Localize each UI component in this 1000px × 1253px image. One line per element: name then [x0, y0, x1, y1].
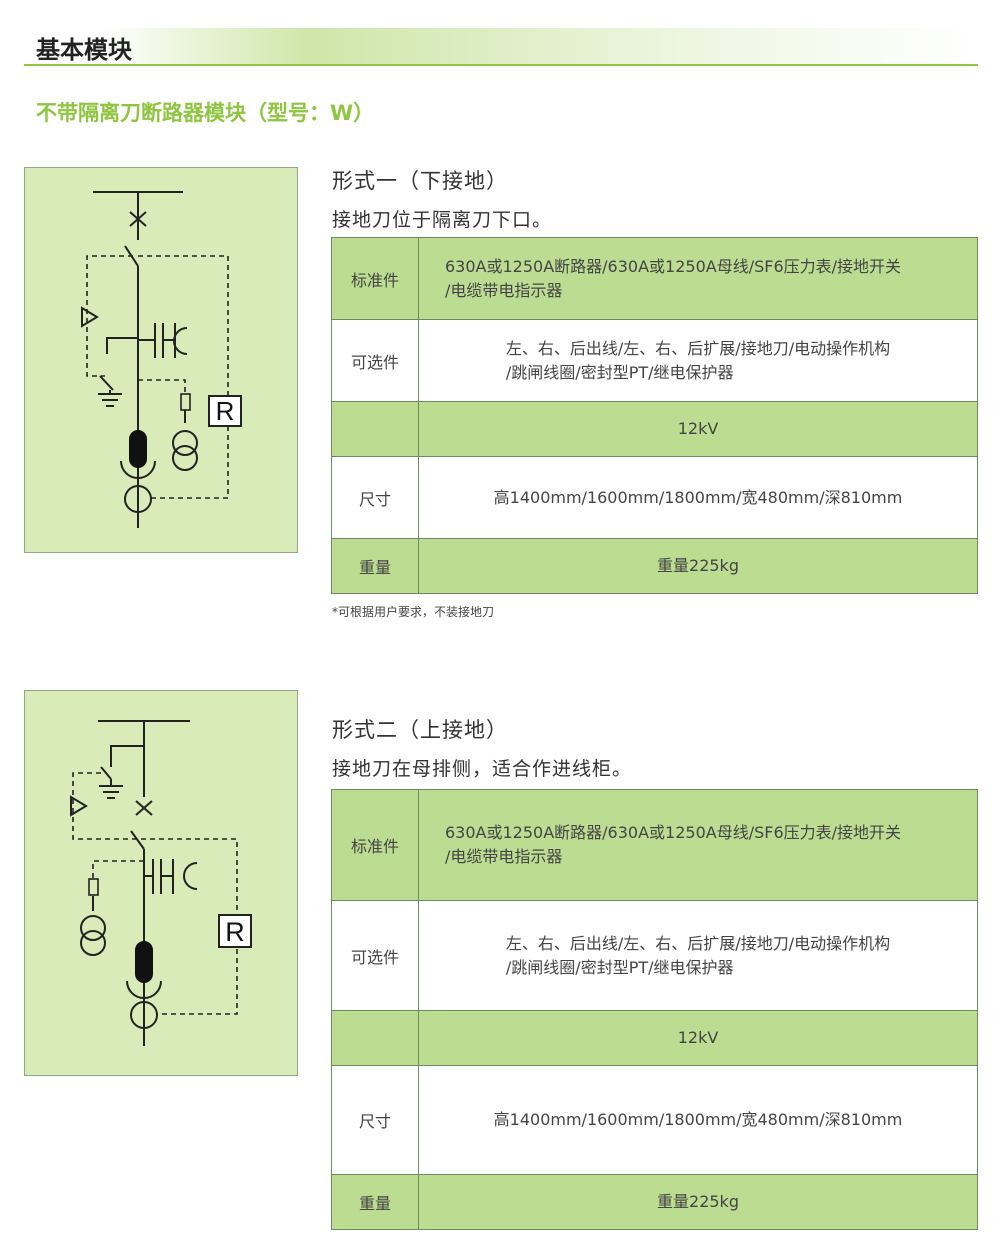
spec-value: 重量225kg	[418, 1174, 978, 1230]
form-1-description: 接地刀位于隔离刀下口。	[332, 209, 553, 231]
spec-row-voltage: 12kV	[331, 401, 978, 457]
section-title: 基本模块	[36, 36, 132, 64]
spec-value-line: 630A或1250A断路器/630A或1250A母线/SF6压力表/接地开关	[445, 256, 902, 276]
spec-value: 630A或1250A断路器/630A或1250A母线/SF6压力表/接地开关 /…	[418, 789, 978, 901]
spec-label: 标准件	[331, 789, 419, 901]
relay-label: R	[225, 917, 245, 947]
spec-row-optional: 可选件 左、右、后出线/左、右、后扩展/接地刀/电动操作机构 /跳闸线圈/密封型…	[331, 319, 978, 402]
spec-label: 重量	[331, 538, 419, 594]
spec-value-line: /跳闸线圈/密封型PT/继电保护器	[505, 362, 734, 382]
module-subtitle: 不带隔离刀断路器模块（型号：W）	[36, 101, 375, 125]
spec-value: 高1400mm/1600mm/1800mm/宽480mm/深810mm	[418, 456, 978, 539]
spec-value-line: /电缆带电指示器	[445, 847, 563, 866]
circuit-diagram-form-1: R	[24, 167, 298, 553]
spec-value: 高1400mm/1600mm/1800mm/宽480mm/深810mm	[418, 1065, 978, 1175]
spec-value: 12kV	[418, 1010, 978, 1066]
spec-value: 重量225kg	[418, 538, 978, 594]
spec-label: 标准件	[331, 237, 419, 320]
spec-value-line: 左、右、后出线/左、右、后扩展/接地刀/电动操作机构	[505, 338, 891, 358]
spec-value: 左、右、后出线/左、右、后扩展/接地刀/电动操作机构 /跳闸线圈/密封型PT/继…	[418, 900, 978, 1011]
spec-row-weight: 重量 重量225kg	[331, 1174, 978, 1230]
form-2-description: 接地刀在母排侧，适合作进线柜。	[332, 758, 633, 780]
spec-row-standard: 标准件 630A或1250A断路器/630A或1250A母线/SF6压力表/接地…	[331, 789, 978, 901]
spec-value-line: 630A或1250A断路器/630A或1250A母线/SF6压力表/接地开关	[445, 823, 902, 842]
spec-label: 重量	[331, 1174, 419, 1230]
spec-label: 可选件	[331, 319, 419, 402]
form-1-title: 形式一（下接地）	[332, 169, 508, 193]
circuit-diagram-form-2: R	[24, 690, 298, 1076]
spec-row-dimensions: 尺寸 高1400mm/1600mm/1800mm/宽480mm/深810mm	[331, 1065, 978, 1175]
relay-label: R	[216, 396, 235, 426]
spec-label	[331, 1010, 419, 1066]
spec-value: 12kV	[418, 401, 978, 457]
spec-row-voltage: 12kV	[331, 1010, 978, 1066]
spec-label: 尺寸	[331, 1065, 419, 1175]
spec-value: 630A或1250A断路器/630A或1250A母线/SF6压力表/接地开关 /…	[418, 237, 978, 320]
spec-value-line: /跳闸线圈/密封型PT/继电保护器	[505, 957, 734, 977]
footnote: *可根据用户要求，不装接地刀	[332, 605, 495, 619]
spec-table-form-2: 标准件 630A或1250A断路器/630A或1250A母线/SF6压力表/接地…	[331, 789, 978, 1230]
spec-row-standard: 标准件 630A或1250A断路器/630A或1250A母线/SF6压力表/接地…	[331, 237, 978, 320]
spec-label	[331, 401, 419, 457]
section-header: 基本模块	[24, 28, 978, 66]
spec-row-weight: 重量 重量225kg	[331, 538, 978, 594]
spec-label: 可选件	[331, 900, 419, 1011]
spec-table-form-1: 标准件 630A或1250A断路器/630A或1250A母线/SF6压力表/接地…	[331, 237, 978, 594]
spec-label: 尺寸	[331, 456, 419, 539]
spec-value: 左、右、后出线/左、右、后扩展/接地刀/电动操作机构 /跳闸线圈/密封型PT/继…	[418, 319, 978, 402]
spec-row-dimensions: 尺寸 高1400mm/1600mm/1800mm/宽480mm/深810mm	[331, 456, 978, 539]
form-2-title: 形式二（上接地）	[332, 718, 508, 742]
spec-value-line: 左、右、后出线/左、右、后扩展/接地刀/电动操作机构	[505, 933, 891, 953]
spec-row-optional: 可选件 左、右、后出线/左、右、后扩展/接地刀/电动操作机构 /跳闸线圈/密封型…	[331, 900, 978, 1011]
spec-value-line: /电缆带电指示器	[445, 280, 563, 300]
